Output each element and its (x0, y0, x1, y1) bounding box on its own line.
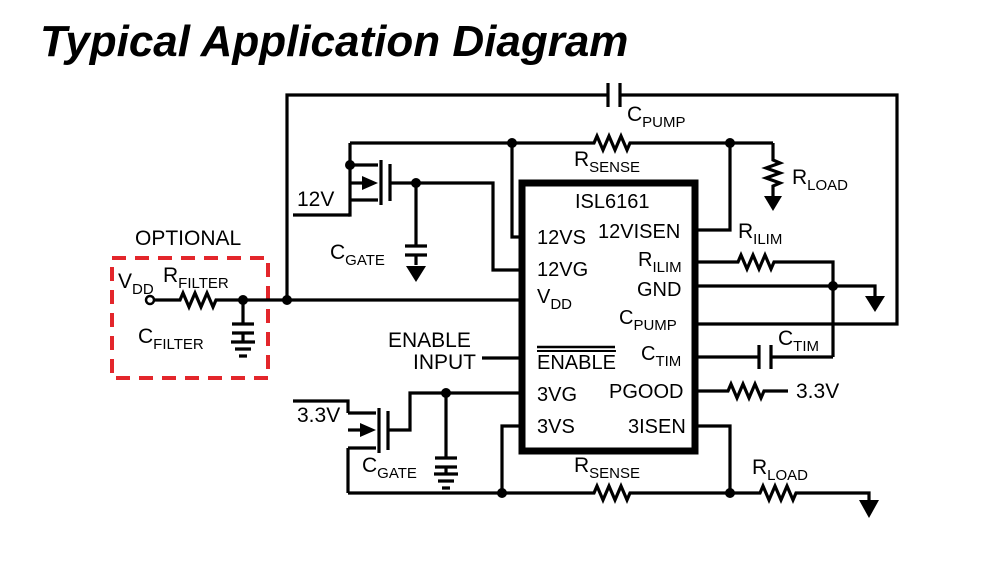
cpump-capacitor (606, 83, 622, 107)
fet-top-left-wire (348, 143, 352, 217)
pin-gnd: GND (637, 279, 681, 301)
ground-arrow (406, 266, 426, 282)
rload-bottom-label: RLOAD (752, 456, 808, 484)
cgate-top-capacitor (405, 183, 427, 265)
3v3-wire (293, 399, 350, 413)
rilim-label: RILIM (738, 220, 782, 248)
pin-cpump: CPUMP (619, 307, 677, 334)
3v3-fet-label: 3.3V (297, 404, 340, 427)
12visen-wire (695, 143, 732, 232)
cfilter-label: CFILTER (138, 325, 204, 353)
pin-12visen: 12VISEN (598, 221, 680, 243)
pin-12vg: 12VG (537, 259, 588, 281)
fet-top-channel-leads (350, 163, 378, 202)
fet-bottom-gate (386, 391, 522, 450)
pin-12vs: 12VS (537, 227, 586, 249)
rfilter-resistor (154, 288, 287, 312)
gnd-wire (695, 284, 877, 296)
3vs-wire (500, 424, 522, 493)
3isen-wire (695, 424, 732, 493)
ctim-label: CTIM (778, 327, 819, 355)
ground-arrow (865, 296, 885, 312)
rsense-top-bus (350, 131, 773, 155)
pin-enable: ENABLE (537, 352, 616, 374)
rload-top-resistor (761, 143, 785, 196)
ground-symbol (434, 472, 458, 490)
12vs-wire (510, 143, 522, 239)
pin-vdd: VDD (537, 286, 572, 313)
cpump-label: CPUMP (627, 103, 686, 131)
cgate-top-label: CGATE (330, 241, 385, 269)
junction-dot (497, 488, 507, 498)
junction-dot (828, 281, 838, 291)
pgood-pullup-resistor (695, 379, 788, 403)
rilim-resistor (695, 250, 835, 357)
rfilter-label: RFILTER (163, 264, 229, 292)
pgood-3v3-label: 3.3V (796, 380, 839, 403)
cfilter-capacitor (231, 300, 255, 358)
fet-bottom-leads (346, 411, 376, 493)
optional-label: OPTIONAL (135, 227, 241, 250)
pin-3isen: 3ISEN (628, 416, 686, 438)
junction-dot (725, 488, 735, 498)
ctim-capacitor (757, 345, 773, 369)
vdd-input-terminal (144, 294, 156, 306)
cgate-bottom-capacitor (435, 393, 457, 474)
pin-3vg: 3VG (537, 384, 577, 406)
ic-name: ISL6161 (575, 191, 650, 213)
rsense-bottom-bus (348, 481, 871, 505)
rload-top-label: RLOAD (792, 166, 848, 194)
fet-top-gate (388, 164, 522, 272)
fet-top-arrow (362, 176, 378, 190)
optional-box-border (110, 256, 270, 380)
page-title: Typical Application Diagram (40, 17, 628, 66)
vdd-input-label: VDD (118, 270, 154, 298)
enable-input-line1: ENABLE (388, 329, 471, 352)
ground-arrow (764, 196, 782, 211)
pin-3vs: 3VS (537, 416, 575, 438)
cpump-loop-wire (285, 93, 899, 326)
rsense-top-label: RSENSE (574, 148, 640, 176)
enable-input-line2: INPUT (413, 351, 476, 374)
fet-bottom-arrow (360, 423, 376, 437)
12v-label: 12V (297, 188, 334, 211)
ic-body (518, 179, 699, 455)
cgate-bottom-label: CGATE (362, 454, 417, 482)
pin-ctim: CTIM (641, 343, 681, 370)
rsense-bottom-label: RSENSE (574, 454, 640, 482)
pin-pgood: PGOOD (609, 381, 683, 403)
ground-arrow (859, 500, 879, 518)
pin-rilim: RILIM (638, 249, 682, 276)
